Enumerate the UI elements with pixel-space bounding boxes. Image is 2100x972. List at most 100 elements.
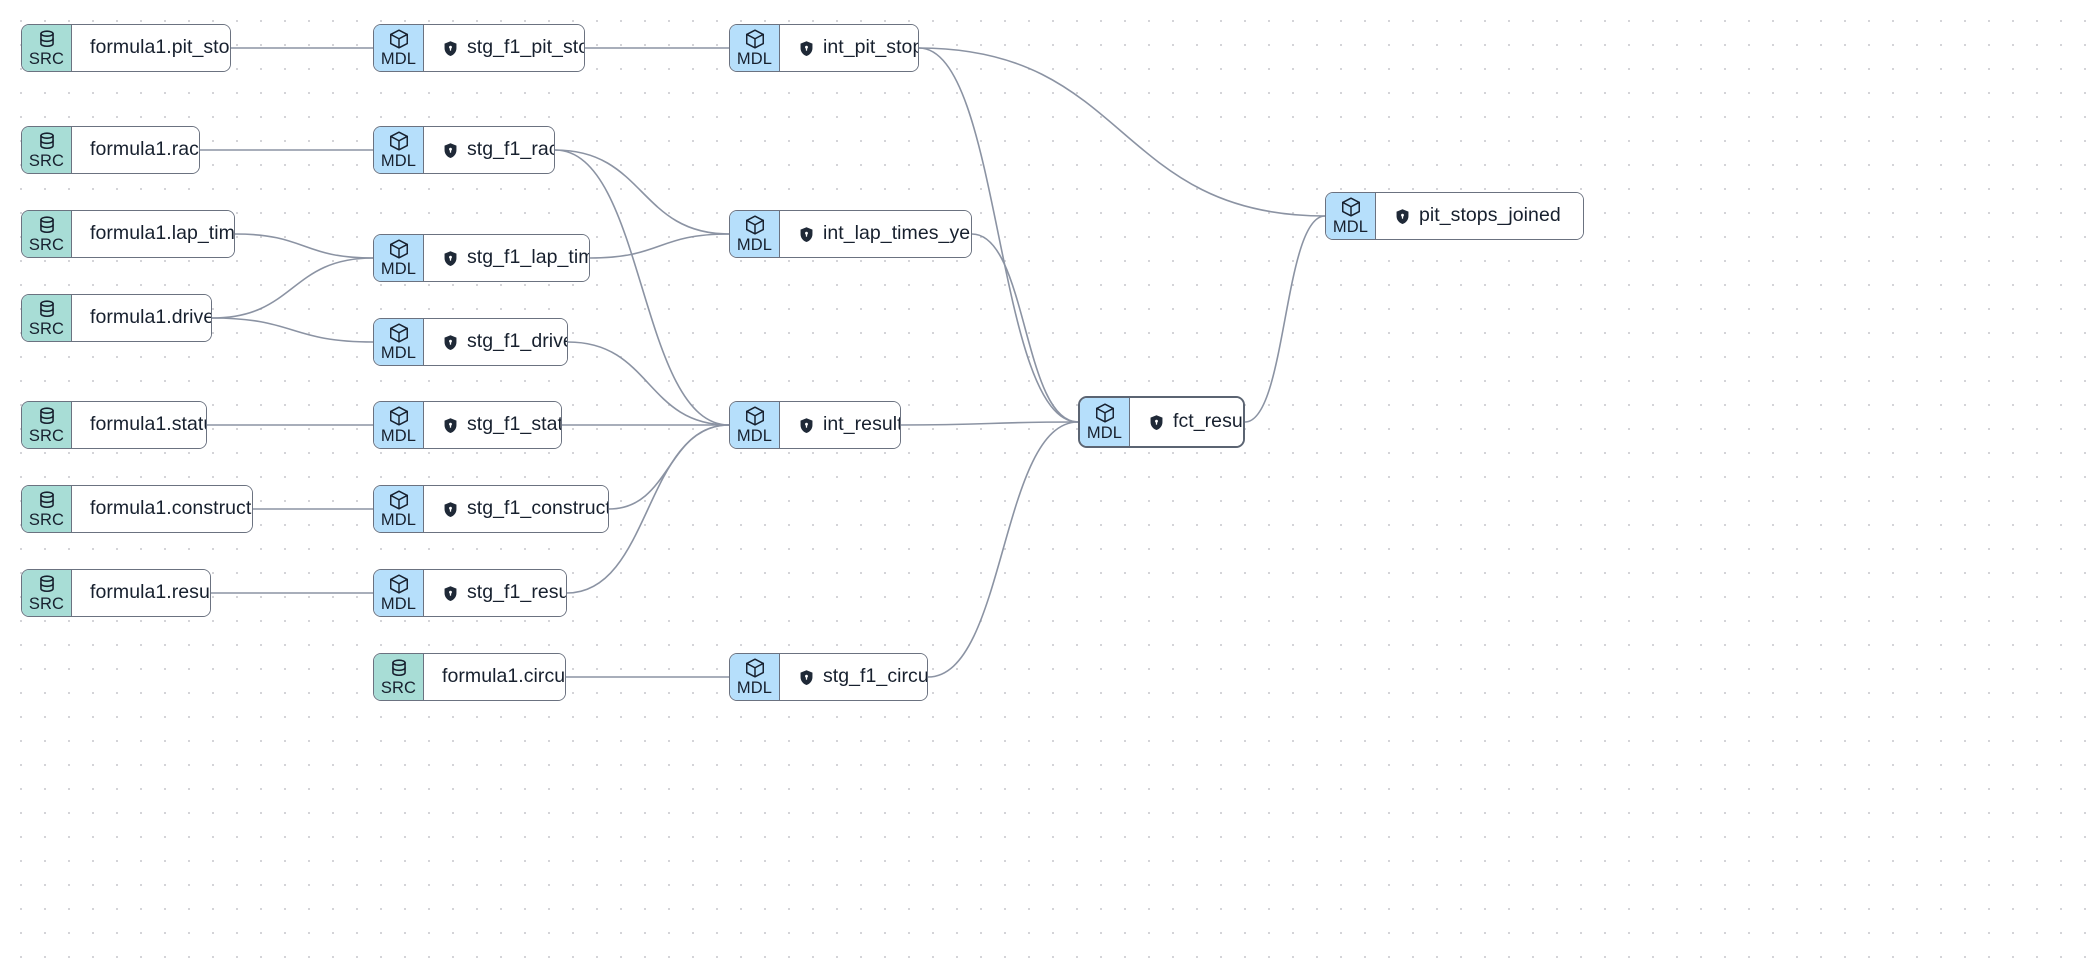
cube-icon — [388, 130, 410, 152]
node-body[interactable]: int_lap_times_years — [780, 211, 971, 257]
shield-icon — [442, 40, 459, 57]
database-icon — [36, 405, 58, 427]
shield-icon — [442, 142, 459, 159]
node-type-label: MDL — [380, 260, 417, 279]
lineage-node-src_pit_stops[interactable]: SRC formula1.pit_stops — [21, 24, 231, 72]
model-badge: MDL — [374, 235, 424, 281]
node-body[interactable]: int_results — [780, 402, 900, 448]
source-badge: SRC — [22, 295, 72, 341]
node-body[interactable]: stg_f1_results — [424, 570, 566, 616]
node-label: stg_f1_pit_stops — [467, 36, 584, 59]
database-icon — [36, 489, 58, 511]
lineage-node-stg_pit_stops[interactable]: MDL stg_f1_pit_stops — [373, 24, 585, 72]
cube-icon — [744, 657, 766, 679]
node-label: int_pit_stops — [823, 36, 918, 59]
lineage-node-int_pit_stops[interactable]: MDL int_pit_stops — [729, 24, 919, 72]
node-body[interactable]: formula1.races — [72, 127, 199, 173]
lineage-node-int_results[interactable]: MDL int_results — [729, 401, 901, 449]
node-type-label: SRC — [28, 595, 65, 614]
lineage-node-stg_status[interactable]: MDL stg_f1_status — [373, 401, 562, 449]
node-body[interactable]: fct_results — [1130, 398, 1243, 446]
node-body[interactable]: stg_f1_constructors — [424, 486, 608, 532]
node-body[interactable]: int_pit_stops — [780, 25, 918, 71]
node-body[interactable]: formula1.results — [72, 570, 210, 616]
shield-icon — [442, 417, 459, 434]
model-badge: MDL — [374, 127, 424, 173]
lineage-edge-stg_constructors-to-int_results — [608, 424, 730, 510]
model-badge: MDL — [730, 654, 780, 700]
node-body[interactable]: formula1.drivers — [72, 295, 211, 341]
lineage-edge-src_lap_times-to-stg_lap_times — [234, 233, 374, 259]
model-badge: MDL — [730, 25, 780, 71]
model-badge: MDL — [1080, 398, 1130, 446]
lineage-node-src_results[interactable]: SRC formula1.results — [21, 569, 211, 617]
node-label: stg_f1_lap_times — [467, 246, 589, 269]
node-body[interactable]: stg_f1_drivers — [424, 319, 567, 365]
lineage-node-stg_lap_times[interactable]: MDL stg_f1_lap_times — [373, 234, 590, 282]
source-badge: SRC — [22, 486, 72, 532]
node-body[interactable]: stg_f1_lap_times — [424, 235, 589, 281]
lineage-edge-stg_races-to-int_lap_times_years — [554, 149, 730, 235]
model-badge: MDL — [730, 402, 780, 448]
lineage-node-stg_constructors[interactable]: MDL stg_f1_constructors — [373, 485, 609, 533]
lineage-edge-src_drivers-to-stg_drivers — [211, 317, 374, 343]
database-icon — [36, 214, 58, 236]
node-body[interactable]: pit_stops_joined — [1376, 193, 1583, 239]
node-type-label: MDL — [736, 427, 773, 446]
node-label: stg_f1_results — [467, 581, 566, 604]
model-badge: MDL — [374, 25, 424, 71]
node-label: pit_stops_joined — [1419, 204, 1561, 227]
node-body[interactable]: formula1.pit_stops — [72, 25, 230, 71]
model-badge: MDL — [1326, 193, 1376, 239]
node-body[interactable]: stg_f1_pit_stops — [424, 25, 584, 71]
lineage-edge-stg_races-to-int_results — [554, 149, 730, 426]
source-badge: SRC — [22, 211, 72, 257]
node-label: stg_f1_circuits — [823, 665, 928, 688]
node-body[interactable]: stg_f1_status — [424, 402, 561, 448]
cube-icon — [388, 322, 410, 344]
node-body[interactable]: formula1.lap_times — [72, 211, 234, 257]
model-badge: MDL — [374, 319, 424, 365]
lineage-node-stg_drivers[interactable]: MDL stg_f1_drivers — [373, 318, 568, 366]
lineage-edge-stg_drivers-to-int_results — [567, 341, 730, 426]
cube-icon — [388, 573, 410, 595]
node-body[interactable]: formula1.circuits — [424, 654, 566, 700]
node-type-label: MDL — [380, 427, 417, 446]
node-type-label: SRC — [28, 50, 65, 69]
lineage-node-pit_stops_joined[interactable]: MDL pit_stops_joined — [1325, 192, 1584, 240]
node-type-label: SRC — [28, 320, 65, 339]
node-label: formula1.results — [90, 581, 210, 604]
lineage-node-src_drivers[interactable]: SRC formula1.drivers — [21, 294, 212, 342]
lineage-edge-int_lap_times_years-to-fct_results — [971, 233, 1079, 423]
database-icon — [388, 657, 410, 679]
node-body[interactable]: formula1.constructors — [72, 486, 252, 532]
lineage-node-int_lap_times_years[interactable]: MDL int_lap_times_years — [729, 210, 972, 258]
lineage-node-stg_circuits[interactable]: MDL stg_f1_circuits — [729, 653, 928, 701]
shield-icon — [442, 250, 459, 267]
model-badge: MDL — [374, 486, 424, 532]
shield-icon — [1394, 208, 1411, 225]
node-label: stg_f1_drivers — [467, 330, 567, 353]
cube-icon — [388, 238, 410, 260]
model-badge: MDL — [374, 402, 424, 448]
cube-icon — [388, 489, 410, 511]
node-body[interactable]: formula1.status — [72, 402, 206, 448]
database-icon — [36, 573, 58, 595]
node-type-label: MDL — [380, 511, 417, 530]
node-type-label: MDL — [736, 236, 773, 255]
node-label: formula1.circuits — [442, 665, 566, 688]
node-body[interactable]: stg_f1_races — [424, 127, 554, 173]
source-badge: SRC — [22, 570, 72, 616]
database-icon — [36, 298, 58, 320]
node-body[interactable]: stg_f1_circuits — [780, 654, 928, 700]
cube-icon — [1094, 402, 1116, 424]
